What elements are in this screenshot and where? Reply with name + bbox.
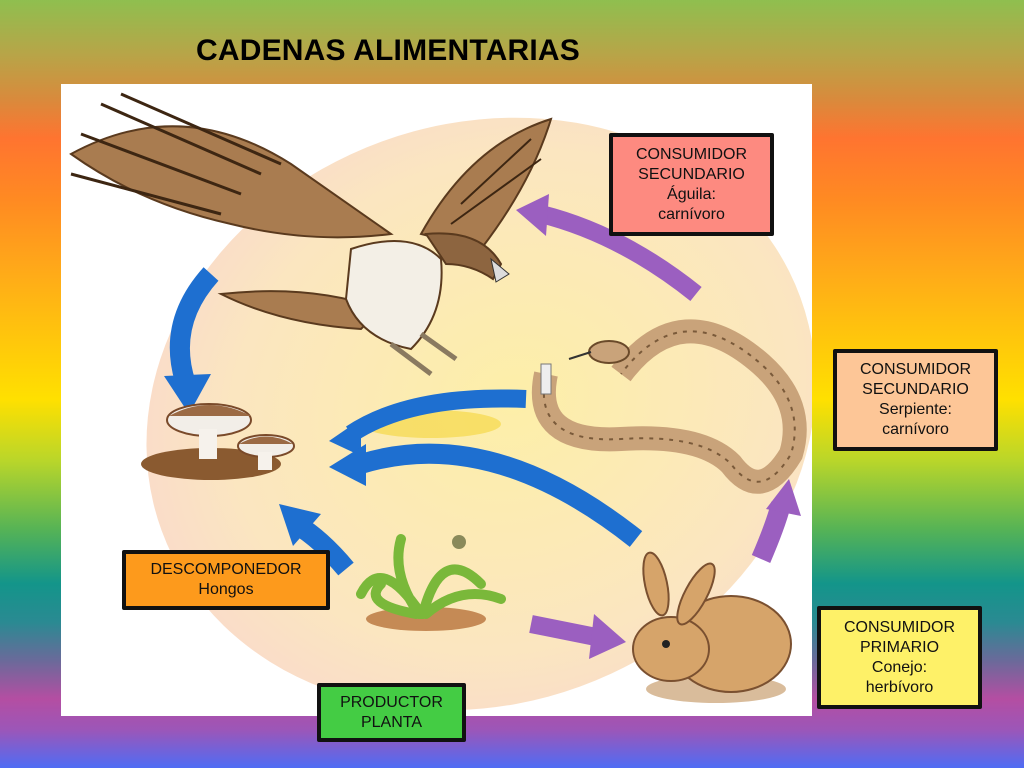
label-conejo-line1: CONSUMIDOR <box>843 618 956 636</box>
label-planta-line1: PRODUCTOR <box>340 693 443 711</box>
label-serpiente-line1: CONSUMIDOR <box>859 361 972 378</box>
label-aguila-line4: carnívoro <box>658 205 725 223</box>
label-serpiente: CONSUMIDOR SECUNDARIO Serpiente: carnívo… <box>833 349 998 451</box>
label-aguila-line1: CONSUMIDOR <box>635 145 748 163</box>
label-conejo-line3: Conejo: <box>871 658 928 676</box>
label-aguila-line3: Águila: <box>667 185 716 203</box>
mushroom-illustration <box>141 403 295 480</box>
label-aguila-line2: SECUNDARIO <box>638 165 745 183</box>
label-conejo-line4: herbívoro <box>865 678 934 696</box>
label-serpiente-line2: SECUNDARIO <box>862 381 969 398</box>
label-aguila: CONSUMIDOR SECUNDARIO Águila: carnívoro <box>609 133 774 236</box>
plant-illustration <box>356 534 506 631</box>
blue-arrowheads <box>164 374 366 546</box>
label-conejo-line2: PRIMARIO <box>859 638 940 656</box>
label-serpiente-line3: Serpiente: <box>879 401 952 418</box>
label-planta: PRODUCTOR PLANTA <box>317 683 466 742</box>
page-title: CADENAS ALIMENTARIAS <box>196 34 580 67</box>
label-hongos-line1: DESCOMPONEDOR <box>150 561 302 578</box>
label-planta-line2: PLANTA <box>360 713 423 731</box>
purple-arrowheads <box>516 194 801 659</box>
label-serpiente-line4: carnívoro <box>882 421 949 438</box>
snake-illustration <box>531 319 807 494</box>
label-hongos: DESCOMPONEDOR Hongos <box>122 550 330 610</box>
eagle-illustration <box>69 92 553 376</box>
rabbit-illustration <box>632 551 792 703</box>
label-conejo: CONSUMIDOR PRIMARIO Conejo: herbívoro <box>817 606 982 709</box>
label-hongos-line2: Hongos <box>198 581 254 598</box>
